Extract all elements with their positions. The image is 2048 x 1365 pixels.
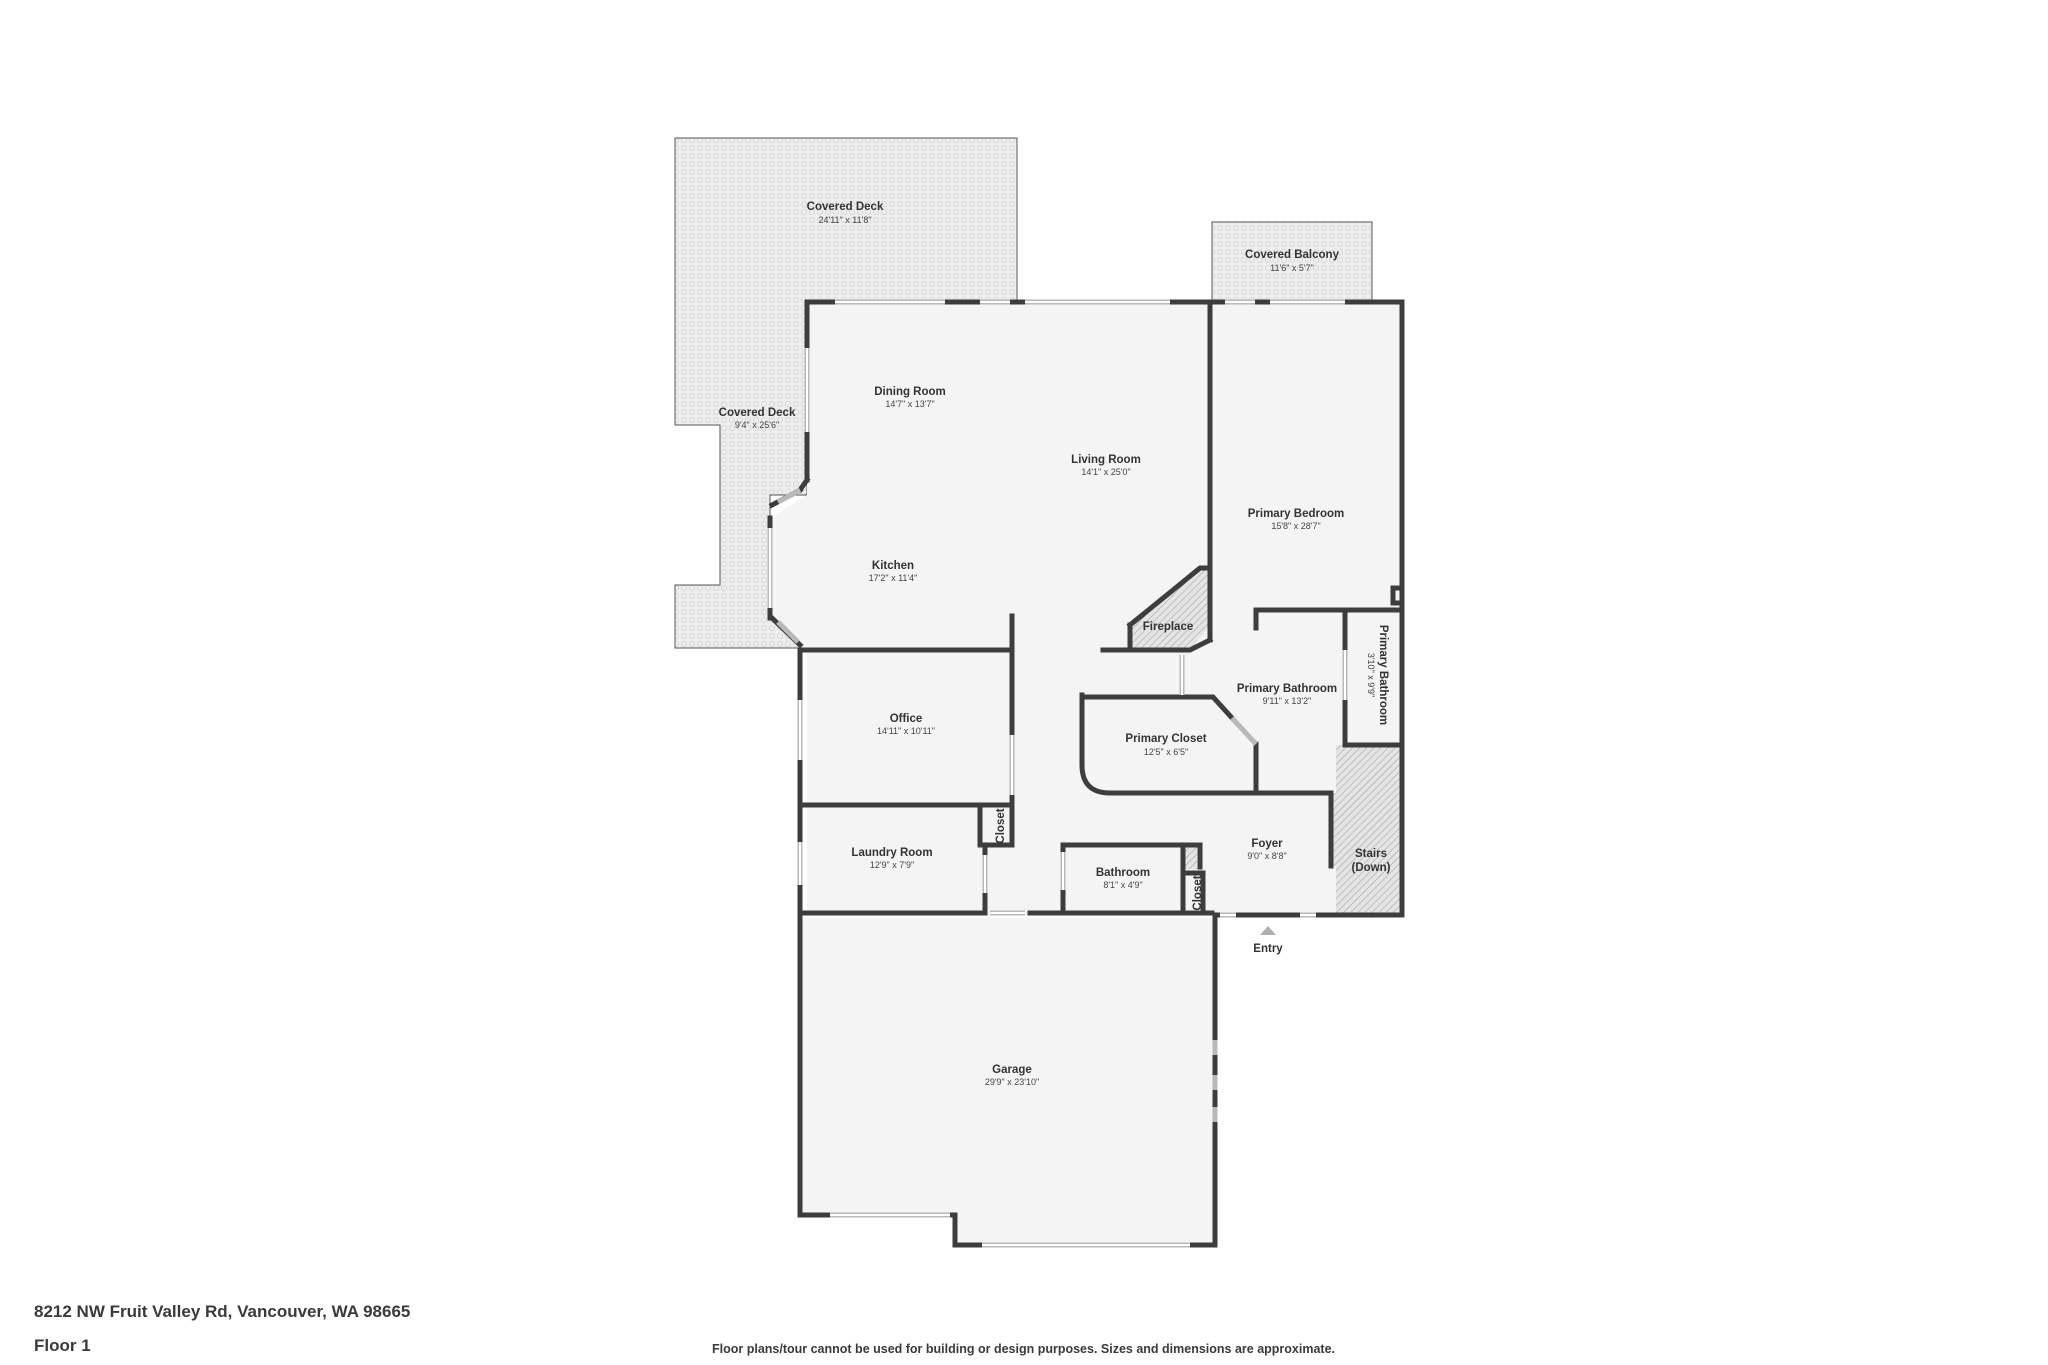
stairs-sub: (Down) xyxy=(1352,862,1391,874)
laundry-room-name: Laundry Room xyxy=(851,847,932,859)
covered-deck-side-dim: 9'4" x 25'6" xyxy=(735,420,779,430)
dining-room-name: Dining Room xyxy=(874,386,946,398)
hatched-elements xyxy=(1130,568,1400,913)
primary-bathroom-small-dim: 3'10" x 9'9" xyxy=(1366,653,1376,697)
living-room-dim: 14'1" x 25'0" xyxy=(1081,467,1130,477)
living-room-name: Living Room xyxy=(1071,454,1141,466)
triangle-up-icon xyxy=(1260,926,1276,935)
property-address: 8212 NW Fruit Valley Rd, Vancouver, WA 9… xyxy=(34,1302,411,1321)
covered-deck-side-name: Covered Deck xyxy=(719,407,796,419)
office-name: Office xyxy=(890,713,923,725)
covered-balcony-dim: 11'6" x 5'7" xyxy=(1270,263,1314,273)
primary-bedroom-name: Primary Bedroom xyxy=(1248,508,1345,520)
fireplace-shape xyxy=(1130,568,1210,650)
primary-bathroom-name: Primary Bathroom xyxy=(1237,683,1337,695)
office-dim: 14'11" x 10'11" xyxy=(877,726,935,736)
foyer-dim: 9'0" x 8'8" xyxy=(1247,851,1286,861)
primary-bedroom-dim: 15'8" x 28'7" xyxy=(1271,521,1320,531)
bathroom-hatch xyxy=(1184,847,1197,869)
primary-bathroom-small-name: Primary Bathroom xyxy=(1377,625,1389,725)
primary-bathroom-dim: 9'11" x 13'2" xyxy=(1263,696,1312,706)
bathroom-dim: 8'1" x 4'9" xyxy=(1103,880,1142,890)
floor-label: Floor 1 xyxy=(34,1336,91,1355)
covered-deck-top-dim: 24'11" x 11'8" xyxy=(818,215,871,225)
stairs-name: Stairs xyxy=(1355,848,1387,860)
garage-dim: 29'9" x 23'10" xyxy=(985,1077,1039,1087)
interior-fill xyxy=(770,302,1402,1247)
laundry-room-dim: 12'9" x 7'9" xyxy=(870,860,914,870)
closet-laundry-name: Closet xyxy=(995,808,1007,843)
covered-deck-top-name: Covered Deck xyxy=(807,201,884,213)
primary-closet-name: Primary Closet xyxy=(1125,733,1206,745)
dining-room-dim: 14'7" x 13'7" xyxy=(885,399,934,409)
windows xyxy=(767,299,1348,1248)
kitchen-name: Kitchen xyxy=(872,560,914,572)
disclaimer-text: Floor plans/tour cannot be used for buil… xyxy=(712,1342,1336,1356)
covered-balcony-name: Covered Balcony xyxy=(1245,249,1340,261)
room-labels: Covered Deck 24'11" x 11'8" Covered Deck… xyxy=(719,201,1391,1087)
foyer-hatch-strip xyxy=(1331,793,1341,866)
kitchen-dim: 17'2" x 11'4" xyxy=(869,573,918,583)
stairs-hatch xyxy=(1336,745,1400,913)
bathroom-name: Bathroom xyxy=(1096,867,1150,879)
garage-name: Garage xyxy=(992,1064,1032,1076)
foyer-name: Foyer xyxy=(1251,838,1283,850)
primary-closet-dim: 12'5" x 6'5" xyxy=(1144,747,1188,757)
closet-entry-name: Closet xyxy=(1192,875,1204,910)
fireplace-name: Fireplace xyxy=(1143,621,1194,633)
covered-balcony-area xyxy=(1211,221,1373,303)
entry-name: Entry xyxy=(1253,943,1283,955)
